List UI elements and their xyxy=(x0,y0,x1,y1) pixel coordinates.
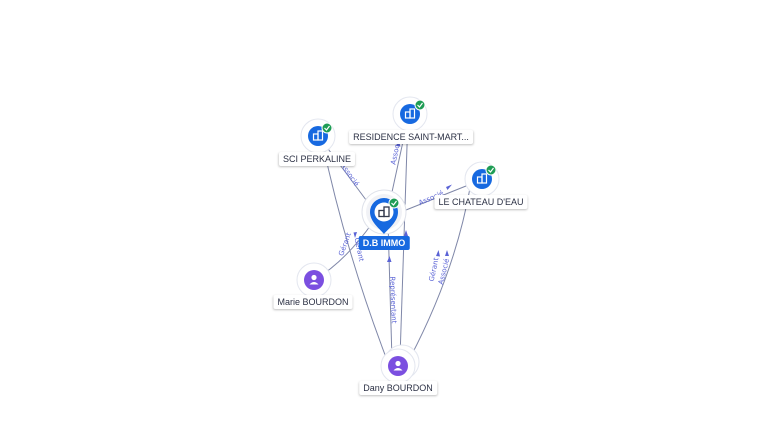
verified-badge-icon xyxy=(388,197,400,209)
arrow-head xyxy=(446,184,452,190)
building-icon xyxy=(378,206,390,218)
node-label-dbimmo[interactable]: D.B IMMO xyxy=(358,236,410,250)
node-label-dany[interactable]: Dany BOURDON xyxy=(359,381,437,395)
arrow-head xyxy=(404,230,408,236)
person-icon xyxy=(393,360,403,371)
node-label-perkaline[interactable]: SCI PERKALINE xyxy=(278,152,356,166)
node-label-chateau[interactable]: LE CHATEAU D'EAU xyxy=(434,195,528,209)
edge-label: Représentant xyxy=(388,276,398,323)
person-icon xyxy=(309,274,319,285)
verified-badge-icon xyxy=(414,99,426,111)
node-marie[interactable] xyxy=(296,262,332,298)
building-icon xyxy=(404,108,416,119)
arrow-head xyxy=(445,250,449,256)
node-label-marie[interactable]: Marie BOURDON xyxy=(273,295,353,309)
verified-badge-icon xyxy=(321,122,333,134)
arrow-head xyxy=(387,256,392,262)
arrow-head xyxy=(436,250,440,257)
building-icon xyxy=(476,173,488,184)
verified-badge-icon xyxy=(485,164,497,176)
node-dbimmo[interactable] xyxy=(361,189,407,235)
node-perkaline[interactable] xyxy=(300,118,336,154)
node-label-residence[interactable]: RESIDENCE SAINT-MART... xyxy=(349,130,473,144)
node-residence[interactable] xyxy=(392,96,428,132)
node-chateau[interactable] xyxy=(464,161,500,197)
node-dany[interactable] xyxy=(380,344,420,384)
edge-dany-perkaline[interactable] xyxy=(321,139,388,361)
building-icon xyxy=(312,130,324,141)
arrow-head xyxy=(353,232,357,238)
